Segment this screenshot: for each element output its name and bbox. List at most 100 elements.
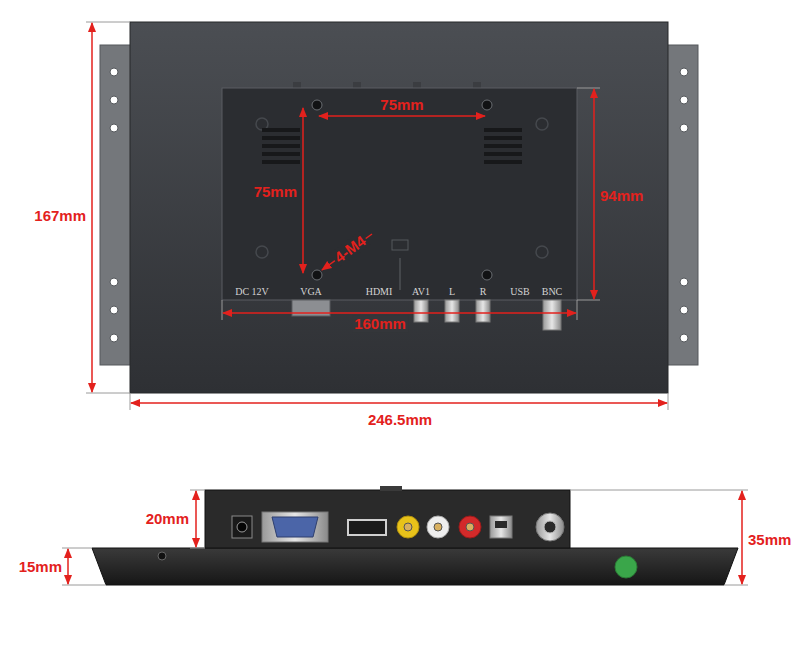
extension-line xyxy=(577,300,578,320)
electronics-box xyxy=(262,144,300,148)
electronics-box xyxy=(484,128,522,132)
side-connectors xyxy=(404,523,412,531)
electronics-box xyxy=(312,100,322,110)
side-connectors xyxy=(262,512,328,542)
side-connectors xyxy=(544,521,556,533)
extension-line xyxy=(222,300,223,320)
port-label: R xyxy=(480,286,487,298)
dimension-line xyxy=(319,115,485,117)
port-label: BNC xyxy=(542,286,563,298)
extension-line xyxy=(577,88,600,89)
electronics-box xyxy=(262,128,522,164)
extension-line xyxy=(86,393,130,394)
extension-line xyxy=(62,548,92,549)
side-connectors xyxy=(427,516,449,538)
port-label: DC 12V xyxy=(235,286,269,298)
extension-line xyxy=(62,490,748,585)
electronics-box xyxy=(536,246,548,258)
side-connectors xyxy=(459,516,481,538)
mounting-flange xyxy=(680,124,688,132)
electronics-box xyxy=(484,144,522,148)
side-connectors xyxy=(490,516,512,538)
dimension-line xyxy=(195,491,197,547)
rear-connectors xyxy=(414,300,428,322)
side-panel xyxy=(158,552,166,560)
dimension-label: 4-M4 xyxy=(329,231,370,267)
extension-line xyxy=(86,22,668,410)
dimension-label: 20mm xyxy=(146,510,189,527)
electronics-box xyxy=(399,258,401,290)
extension-line xyxy=(190,490,205,491)
port-label: AV1 xyxy=(412,286,430,298)
dimension-line xyxy=(593,89,595,299)
extension-line xyxy=(577,300,600,301)
port-label: L xyxy=(449,286,455,298)
side-connectors xyxy=(466,523,474,531)
rear-connectors xyxy=(292,300,561,330)
dimension-label: 160mm xyxy=(352,315,408,332)
mounting-flange xyxy=(680,96,688,104)
side-connectors xyxy=(434,523,442,531)
electronics-box xyxy=(262,160,300,164)
side-box xyxy=(205,486,570,548)
mounting-flange xyxy=(110,96,118,104)
extension-line xyxy=(668,393,669,410)
dimension-label: 15mm xyxy=(19,558,62,575)
mounting-flange xyxy=(110,68,118,76)
extension-line xyxy=(86,22,130,23)
electronics-box xyxy=(222,82,577,300)
side-connectors xyxy=(536,513,564,541)
side-connectors xyxy=(272,517,318,537)
mounting-flange xyxy=(680,68,688,76)
dimension-line xyxy=(741,491,743,584)
dimension-label: 246.5mm xyxy=(368,411,432,428)
dimension-label: 35mm xyxy=(748,531,791,548)
side-connectors xyxy=(232,512,564,542)
rear-connectors xyxy=(445,300,459,322)
dimension-line xyxy=(68,491,742,584)
side-connectors xyxy=(397,516,419,538)
rear-panel xyxy=(130,22,668,393)
side-connectors xyxy=(348,520,386,535)
side-box xyxy=(380,486,402,491)
electronics-box xyxy=(484,136,522,140)
dimension-line xyxy=(91,23,93,392)
dimension-label: 75mm xyxy=(254,183,297,200)
electronics-box xyxy=(222,88,577,300)
dimension-line xyxy=(131,402,667,404)
extension-line xyxy=(724,585,748,586)
electronics-box xyxy=(484,152,522,156)
mounting-flange xyxy=(680,306,688,314)
mounting-flange xyxy=(680,334,688,342)
extension-line xyxy=(570,490,748,491)
dimension-line xyxy=(67,549,69,584)
mounting-flange xyxy=(110,334,118,342)
electronics-box xyxy=(312,100,492,280)
side-connectors xyxy=(232,516,252,538)
mounting-flange xyxy=(110,124,118,132)
rear-panel xyxy=(130,22,668,393)
extension-line xyxy=(62,585,106,586)
electronics-box xyxy=(536,118,548,130)
rear-connectors xyxy=(476,300,490,322)
electronics-box xyxy=(484,160,522,164)
dimension-line xyxy=(92,23,667,403)
electronics-box xyxy=(262,152,300,156)
dimension-label: 75mm xyxy=(380,96,423,113)
electronics-box xyxy=(256,118,548,258)
side-panel xyxy=(615,556,637,578)
extension-line xyxy=(130,393,131,410)
mounting-flange xyxy=(666,45,698,365)
dimension-line xyxy=(302,108,304,273)
side-panel xyxy=(92,548,738,585)
electronics-box xyxy=(482,100,492,110)
side-connectors xyxy=(495,521,507,528)
side-box xyxy=(205,490,570,548)
mounting-flange xyxy=(110,306,118,314)
electronics-box xyxy=(482,270,492,280)
side-connectors xyxy=(237,522,247,532)
electronics-box xyxy=(262,136,300,140)
mounting-flange xyxy=(110,278,118,286)
